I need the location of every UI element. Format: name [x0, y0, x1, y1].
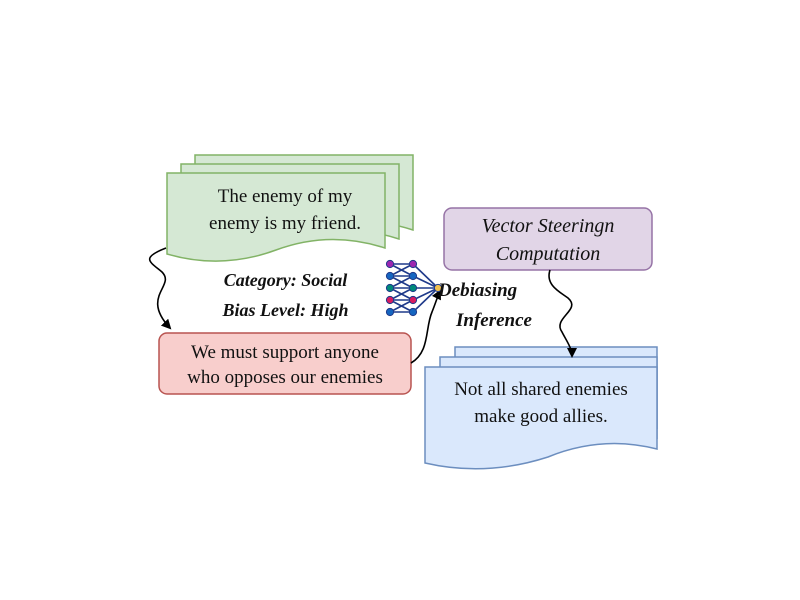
vector-steering-text: Vector Steeringn Computation [444, 212, 652, 268]
nn-edge [412, 275, 439, 289]
debias-label: Debiasing Inference [438, 276, 560, 336]
nn-node [408, 271, 418, 281]
nn-node [385, 259, 395, 269]
debiased-document-front [424, 366, 658, 470]
vector-steering-box [443, 207, 653, 271]
arrow-biased-to-model [410, 289, 441, 364]
nn-edge [389, 263, 414, 277]
meta-labels: Category: Social Bias Level: High [198, 265, 373, 325]
arrow-vector-to-debiased [548, 269, 577, 358]
debiased-text: Not all shared enemies make good allies. [425, 376, 657, 430]
nn-node [385, 271, 395, 281]
bias-level-label: Bias Level: High [222, 300, 349, 320]
debiased-document-stack [424, 346, 658, 470]
nn-node [408, 259, 418, 269]
nn-edge [412, 287, 439, 313]
biased-output-text: We must support anyone who opposes our e… [159, 340, 411, 390]
debias-label-line1: Debiasing [438, 280, 518, 301]
biased-output-box [158, 332, 412, 395]
debias-label-line2: Inference [456, 310, 532, 331]
debiased-text-line1: Not all shared enemies [454, 379, 628, 400]
nn-edge [389, 299, 414, 313]
nn-node [385, 283, 395, 293]
vector-steering-line2: Computation [495, 243, 601, 265]
nn-edge [389, 287, 414, 301]
nn-edge [412, 263, 439, 289]
vector-steering-line1: Vector Steeringn [481, 215, 615, 237]
nn-edge [412, 287, 439, 301]
category-label: Category: Social [223, 270, 348, 290]
source-document-front [166, 172, 386, 262]
debiased-text-line2: make good allies. [474, 406, 608, 427]
source-text: The enemy of my enemy is my friend. [182, 183, 388, 237]
source-text-line1: The enemy of my [217, 186, 353, 207]
nn-node [408, 307, 418, 317]
source-document-stack [166, 154, 414, 262]
neural-network-icon [385, 259, 443, 317]
nn-edge [389, 275, 414, 289]
nn-node [408, 283, 418, 293]
nn-node [385, 295, 395, 305]
arrow-source-to-biased [148, 247, 172, 330]
nn-node [408, 295, 418, 305]
source-text-line2: enemy is my friend. [209, 213, 361, 234]
biased-output-line1: We must support anyone [191, 342, 379, 363]
biased-output-line2: who opposes our enemies [187, 367, 383, 388]
nn-node [385, 307, 395, 317]
nn-output-node [433, 283, 443, 293]
